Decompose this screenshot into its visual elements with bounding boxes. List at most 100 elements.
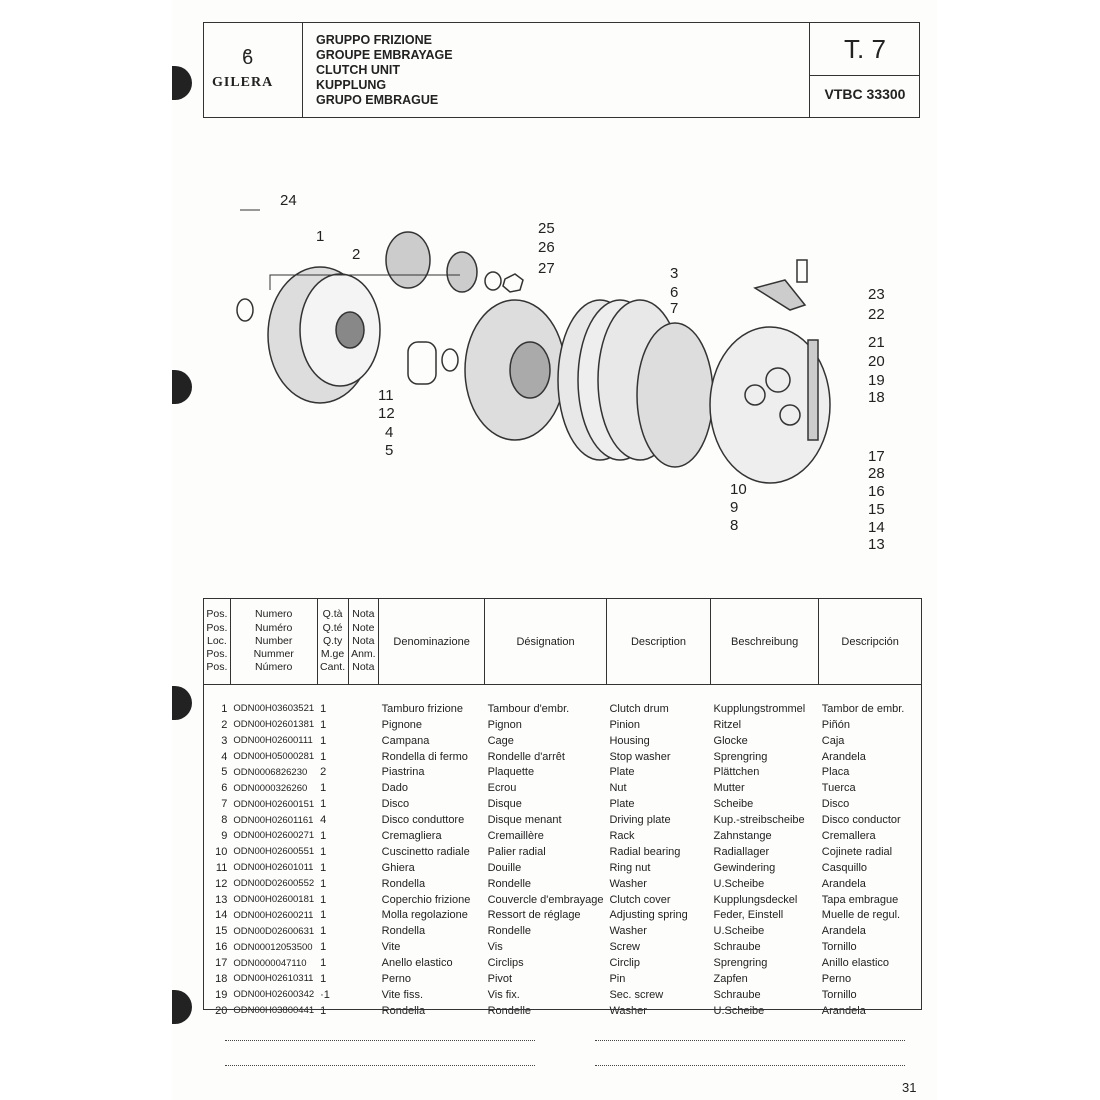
cell-part-number: ODN00H02601011 [233,862,314,874]
col-it: Denominazione [378,598,486,685]
title-fr: GROUPE EMBRAYAGE [316,48,453,62]
cell-name-it: Rondella [381,877,426,890]
cell-part-number: ODN00H02600551 [233,846,315,858]
nut-27 [502,273,524,293]
cell-name-fr: Rondelle [487,1004,532,1017]
gilera-emblem-icon: ϐ [242,47,254,69]
cell-pos: 2 [221,718,228,731]
cell-name-de: Sprengring [713,750,768,763]
cell-part-number: ODN00H02610311 [233,973,314,985]
callout-8: 8 [730,517,739,534]
cell-qty: 1 [320,829,327,842]
title-it: GRUPPO FRIZIONE [316,33,432,47]
cell-name-it: Rondella [381,1004,426,1017]
callout-7: 7 [670,300,679,317]
cell-name-it: Disco [381,798,410,811]
cell-name-en: Sec. screw [609,988,664,1001]
cell-note [348,860,379,876]
cell-pos: 14 [215,909,228,922]
cell-name-de: Ritzel [713,718,742,731]
cell-note [348,733,379,749]
cell-name-es: Tuerca [821,782,856,795]
col-de: Beschreibung [710,598,820,685]
callout-10: 10 [730,481,747,498]
cell-name-de: Kup.-streibscheibe [713,814,805,827]
callout-12: 12 [378,405,395,422]
cell-note [348,749,379,765]
cell-name-en: Screw [609,941,640,954]
cell-part-number: ODN00H02600181 [233,894,315,906]
cell-name-de: Scheibe [713,798,754,811]
callout-15: 15 [868,501,885,518]
cell-part-number: ODN00H02600271 [233,830,315,842]
cell-name-it: Rondella [381,925,426,938]
note-line [225,1040,535,1041]
cell-name-en: Washer [609,925,647,938]
cell-pos: 17 [215,957,228,970]
cell-name-fr: Ressort de réglage [487,909,581,922]
cell-name-es: Cojinete radial [821,845,893,858]
callout-3: 3 [670,265,679,282]
cell-name-it: Dado [381,782,408,795]
cell-qty: 1 [320,957,327,970]
cell-name-en: Circlip [609,957,640,970]
cell-name-de: Kupplungsdeckel [713,893,798,906]
title-es: GRUPO EMBRAGUE [316,93,439,107]
col-es: Descripción [818,598,922,685]
cell-name-it: Vite [381,941,401,954]
cell-name-fr: Circlips [487,957,524,970]
cell-part-number: ODN00012053500 [233,941,313,953]
cell-name-es: Cremallera [821,829,876,842]
cell-name-en: Pin [609,972,626,985]
header-box: ϐ GILERA GRUPPO FRIZIONE GROUPE EMBRAYAG… [203,22,920,118]
clutch-cover [709,326,831,484]
callout-1: 1 [316,228,325,245]
cell-part-number: ODN00D02600631 [233,925,315,937]
cell-name-de: U.Scheibe [713,925,765,938]
cell-name-it: Tamburo frizione [381,702,463,715]
cell-name-en: Adjusting spring [609,909,688,922]
cell-part-number: ODN00H02601161 [233,814,314,826]
exploded-diagram [236,209,831,484]
cell-name-it: Perno [381,972,412,985]
housing [464,299,566,441]
cell-name-fr: Cage [487,734,514,747]
cell-name-fr: Douille [487,861,522,874]
cell-qty: 1 [320,972,327,985]
callout-25: 25 [538,220,555,237]
cell-name-de: U.Scheibe [713,1004,765,1017]
cell-note [348,892,379,908]
callout-27: 27 [538,260,555,277]
cell-note [348,844,379,860]
cell-qty: 1 [320,941,327,954]
callout-2: 2 [352,246,361,263]
cell-name-it: Molla regolazione [381,909,468,922]
title-en: CLUTCH UNIT [316,63,401,77]
callout-23: 23 [868,286,885,303]
cell-qty: 1 [320,750,327,763]
cell-name-it: Pignone [381,718,423,731]
cell-part-number: ODN00D02600552 [233,878,315,890]
cell-name-it: Coperchio frizione [381,893,471,906]
cell-name-en: Radial bearing [609,845,681,858]
cell-note [348,796,379,812]
cell-note [348,876,379,892]
cell-name-it: Anello elastico [381,957,453,970]
cell-name-de: Zapfen [713,972,748,985]
cell-name-en: Stop washer [609,750,671,763]
cell-name-fr: Rondelle d'arrêt [487,750,565,763]
cell-pos: 1 [221,702,228,715]
cell-part-number: ODN00H02600111 [233,735,313,747]
washer-12 [441,348,459,372]
screw-23 [796,259,808,283]
cell-qty: ·1 [320,988,330,1001]
cell-name-en: Ring nut [609,861,651,874]
